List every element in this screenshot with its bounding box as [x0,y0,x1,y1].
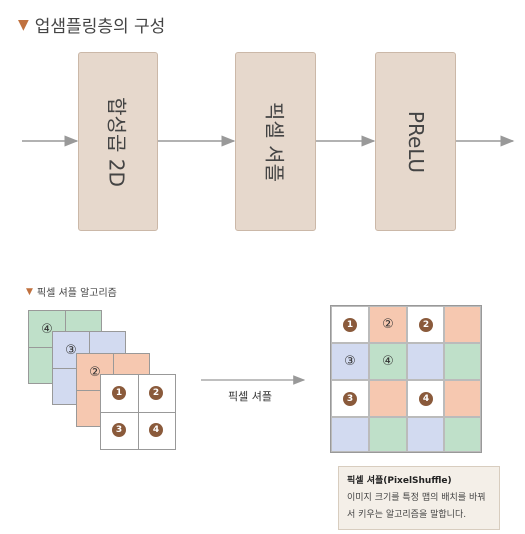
triangle-marker-icon: ▼ [18,16,29,33]
dot-number-3: 3 [343,392,357,406]
dot-number-3: 3 [112,423,126,437]
definition-note: 픽셀 셔플(PixelShuffle) 이미지 크기를 특정 맵의 배치를 바꿔… [338,466,500,530]
block-conv2d-label: 합성곱 2D [104,96,129,187]
output-grid: 1 ② 2 ③ ④ 3 4 [330,305,482,453]
block-prelu-label: PReLU [403,110,428,173]
grid-cell [444,417,481,452]
dot-number-2: 2 [419,318,433,332]
circled-number-3: ③ [65,342,77,358]
grid-cell [369,417,407,452]
block-pixel-shuffle: 픽셀 셔플 [235,52,316,231]
note-body: 이미지 크기를 특정 맵의 배치를 바꿔 서 키우는 알고리즘을 말합니다. [347,493,486,520]
grid-cell [444,306,481,343]
algorithm-subtitle: ▼ 픽셀 셔플 알고리즘 [26,284,117,300]
note-heading: 픽셀 셔플(PixelShuffle) [347,476,452,486]
grid-cell: 3 [331,380,369,417]
grid-cell: 4 [407,380,444,417]
dot-number-1: 1 [343,318,357,332]
title-text: 업샘플링층의 구성 [34,17,166,37]
block-conv2d: 합성곱 2D [78,52,158,231]
dot-number-4: 4 [419,392,433,406]
circled-number-3: ③ [344,354,356,369]
grid-cell: ③ [331,343,369,380]
circled-number-2: ② [382,317,394,332]
circled-number-2: ② [89,364,101,380]
grid-cell: ② [369,306,407,343]
grid-cell [331,417,369,452]
grid-cell [444,380,481,417]
grid-cell [369,380,407,417]
grid-cell [444,343,481,380]
dot-number-4: 4 [149,423,163,437]
grid-cell: ④ [369,343,407,380]
grid-cell [407,343,444,380]
block-prelu: PReLU [375,52,456,231]
diagram-title: ▼ 업샘플링층의 구성 [18,12,166,38]
circled-number-4: ④ [41,321,53,337]
block-pixel-shuffle-label: 픽셀 셔플 [262,101,286,182]
pixel-shuffle-arrow-label: 픽셀 셔플 [228,390,272,403]
triangle-marker-icon: ▼ [26,286,33,297]
dot-number-2: 2 [149,386,163,400]
feature-map-white: 1 2 3 4 [100,374,176,450]
grid-cell: 1 [331,306,369,343]
dot-number-1: 1 [112,386,126,400]
algorithm-subtitle-text: 픽셀 셔플 알고리즘 [36,288,117,299]
grid-cell [407,417,444,452]
circled-number-4: ④ [382,354,394,369]
grid-cell: 2 [407,306,444,343]
